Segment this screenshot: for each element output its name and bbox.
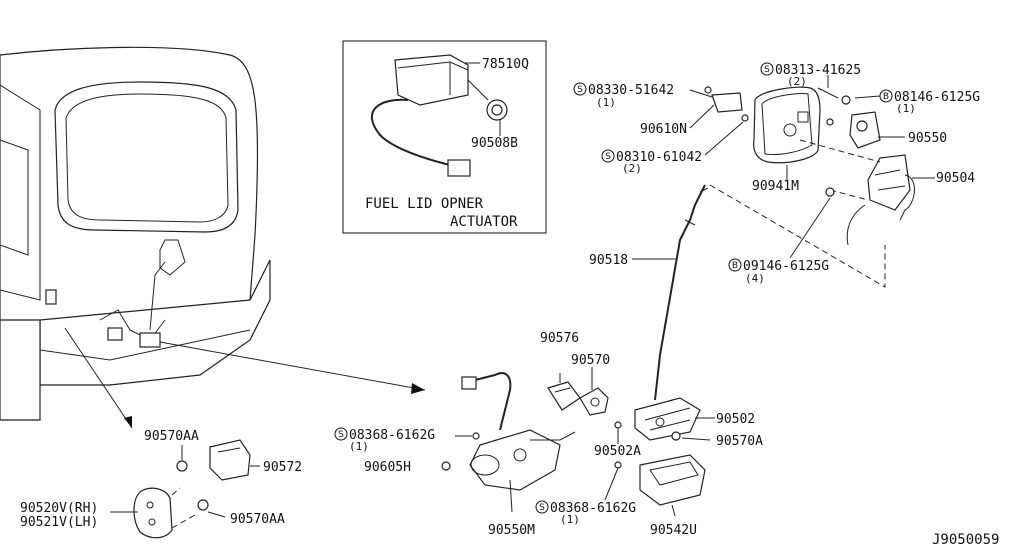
bolt-badge-icon: B (732, 261, 738, 271)
label-90570aa-bottom: 90570AA (230, 512, 285, 527)
label-90518: 90518 (589, 253, 628, 268)
qty-08330: (1) (596, 96, 616, 109)
label-90605h: 90605H (364, 460, 411, 475)
screw-badge-icon: S (764, 65, 770, 75)
callout-arrows (64, 327, 426, 429)
screw-badge-icon: S (338, 430, 344, 440)
label-08313-41625: 08313-41625 (775, 63, 861, 78)
label-08146-6125g: 08146-6125G (894, 90, 980, 105)
lower-left-parts (110, 439, 260, 539)
lower-lock-assembly (441, 367, 715, 517)
label-90570: 90570 (571, 353, 610, 368)
label-08368-6162g-b: 08368-6162G (550, 501, 636, 516)
label-90572: 90572 (263, 460, 302, 475)
vehicle-rear-illustration (0, 46, 271, 421)
qty-08146: (1) (896, 102, 916, 115)
label-90550m: 90550M (488, 523, 535, 538)
label-90550: 90550 (908, 131, 947, 146)
label-90508b: 90508B (471, 136, 518, 151)
qty-08368-b: (1) (560, 513, 580, 526)
qty-09146: (4) (745, 272, 765, 285)
upper-lock-assembly (632, 75, 935, 401)
label-08330-51642: 08330-51642 (588, 83, 674, 98)
screw-badge-icon: S (605, 152, 611, 162)
label-90576: 90576 (540, 331, 579, 346)
screw-badge-icon: S (539, 503, 545, 513)
label-08368-6162g-a: 08368-6162G (349, 428, 435, 443)
label-90502a: 90502A (594, 444, 641, 459)
label-90504: 90504 (936, 171, 975, 186)
inset-caption-line2: ACTUATOR (450, 214, 518, 230)
label-90502: 90502 (716, 412, 755, 427)
label-90570aa-top: 90570AA (144, 429, 199, 444)
qty-08368-a: (1) (349, 440, 369, 453)
label-90542u: 90542U (650, 523, 697, 538)
qty-08310: (2) (622, 162, 642, 175)
label-90570a: 90570A (716, 434, 763, 449)
label-90521v: 90521V(LH) (20, 515, 98, 530)
screw-badge-icon: S (577, 85, 583, 95)
diagram-code: J9050059 (932, 532, 999, 548)
label-90941m: 90941M (752, 179, 799, 194)
part-labels: S 08330-51642 (1) S 08313-41625 (2) B 08… (20, 62, 999, 548)
label-09146-6125g: 09146-6125G (743, 259, 829, 274)
inset-caption-line1: FUEL LID OPNER (365, 196, 484, 212)
label-08310-61042: 08310-61042 (616, 150, 702, 165)
bolt-badge-icon: B (883, 92, 889, 102)
label-90520v: 90520V(RH) (20, 501, 98, 516)
label-90610n: 90610N (640, 122, 687, 137)
label-78510q: 78510Q (482, 57, 529, 72)
fuel-lid-actuator-inset: 78510Q 90508B FUEL LID OPNER ACTUATOR (342, 40, 547, 234)
qty-08313: (2) (787, 75, 807, 88)
